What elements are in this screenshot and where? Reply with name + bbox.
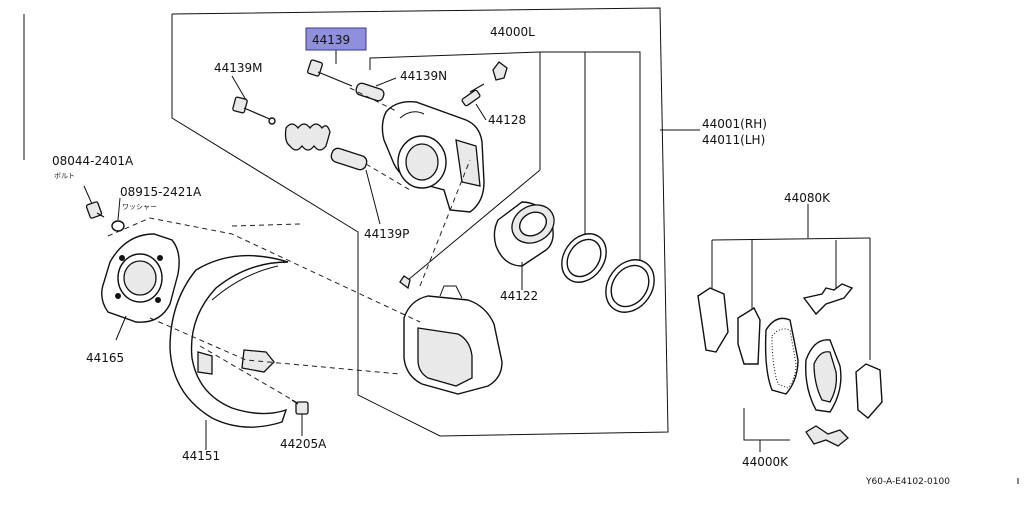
caliper-assembly-frame <box>171 7 669 437</box>
anti-rattle-shim-outer[interactable] <box>697 287 729 353</box>
bolt-08044[interactable] <box>85 201 105 219</box>
dust-shield-44151[interactable] <box>169 254 289 428</box>
label-44139M[interactable]: 44139M <box>214 61 263 75</box>
bracket-44000K <box>743 408 790 441</box>
label-08044[interactable]: 08044-2401A <box>52 154 134 168</box>
label-44205A[interactable]: 44205A <box>280 437 327 451</box>
caliper-bracket[interactable] <box>399 275 503 395</box>
caliper-body[interactable] <box>381 101 485 213</box>
label-44000K[interactable]: 44000K <box>742 455 789 469</box>
pin-boot[interactable] <box>284 123 331 151</box>
bolt-44139M[interactable] <box>232 96 276 125</box>
label-44165[interactable]: 44165 <box>86 351 124 365</box>
brake-pad-inner[interactable] <box>805 339 842 413</box>
label-08915-jp: ワッシャー <box>122 203 157 211</box>
washer-08915[interactable] <box>111 220 125 232</box>
reference-code: Y60-A-E4102-0100 <box>865 477 950 487</box>
backing-plate-44165[interactable] <box>101 233 180 323</box>
bolt-44205A[interactable] <box>291 399 309 415</box>
dust-boot-ring[interactable] <box>596 250 664 321</box>
label-44001RH[interactable]: 44001(RH) <box>702 117 767 131</box>
label-44128[interactable]: 44128 <box>488 113 526 127</box>
assembly-path-1 <box>107 217 421 323</box>
label-44151[interactable]: 44151 <box>182 449 220 463</box>
sleeve-44139N[interactable] <box>355 82 385 102</box>
bleeder-cap[interactable] <box>492 61 508 81</box>
label-44139N[interactable]: 44139N <box>400 69 447 83</box>
piston-seal-ring[interactable] <box>553 225 616 291</box>
pad-wear-indicator[interactable] <box>805 425 849 447</box>
highlight-box <box>305 27 367 51</box>
label-44139P[interactable]: 44139P <box>364 227 409 241</box>
assembly-path-2 <box>149 317 401 375</box>
label-44139[interactable]: 44139 <box>312 33 350 47</box>
label-08044-jp: ボルト <box>54 172 75 180</box>
piston-44122[interactable] <box>493 197 561 267</box>
label-44000L[interactable]: 44000L <box>490 25 535 39</box>
brake-pad-outer[interactable] <box>764 317 799 395</box>
bleeder-screw-44128[interactable] <box>461 83 485 107</box>
sleeve-44139P[interactable] <box>330 147 369 171</box>
anti-rattle-shim-right[interactable] <box>855 363 883 419</box>
anti-rattle-shim-inner[interactable] <box>737 306 761 365</box>
pad-retainer-clip[interactable] <box>802 283 854 316</box>
guide-pin-44139[interactable] <box>307 59 353 87</box>
label-44011LH[interactable]: 44011(LH) <box>702 133 765 147</box>
bracket-44080K <box>711 237 871 241</box>
label-44080K[interactable]: 44080K <box>784 191 831 205</box>
label-44122[interactable]: 44122 <box>500 289 538 303</box>
label-08915[interactable]: 08915-2421A <box>120 185 202 199</box>
